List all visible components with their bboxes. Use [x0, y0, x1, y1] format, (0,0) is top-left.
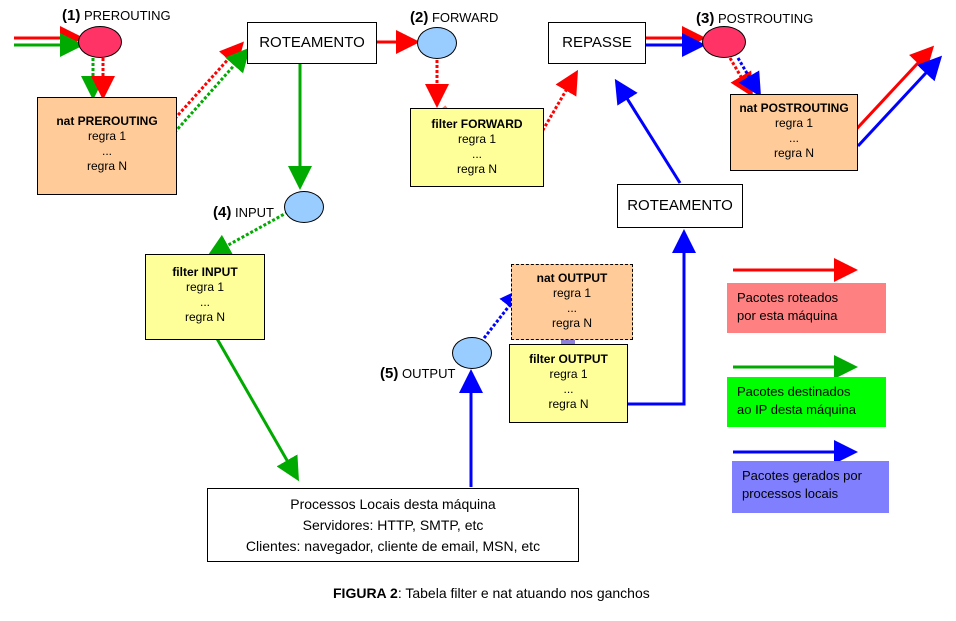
rule-last: regra N [773, 146, 814, 160]
caption-label: FIGURA 2 [333, 585, 398, 601]
forward-hook [417, 27, 457, 59]
prerouting-hook [78, 26, 122, 58]
caption-text: : Tabela filter e nat atuando nos gancho… [397, 585, 650, 601]
legend-routed-line-2: por esta máquina [737, 308, 838, 323]
postrouting-label: (3) POSTROUTING [696, 10, 814, 27]
nat-postrouting-box: nat POSTROUTING regra 1 ... regra N [730, 94, 858, 171]
rule-first: regra 1 [549, 367, 588, 381]
rule-first: regra 1 [774, 116, 814, 130]
rule-first: regra 1 [87, 129, 127, 143]
processes-line-2: Servidores: HTTP, SMTP, etc [302, 517, 484, 533]
nat-output-title: nat OUTPUT [536, 271, 608, 285]
postrouting-hook [702, 26, 746, 58]
rule-ellipsis: ... [566, 301, 577, 315]
repasse-box: REPASSE [548, 22, 646, 64]
legend-generated-line-1: Pacotes gerados por [742, 468, 862, 483]
rule-ellipsis: ... [563, 382, 574, 396]
legend-destined-line-1: Pacotes destinados [737, 384, 851, 399]
legend-generated: Pacotes gerados por processos locais [732, 461, 889, 513]
legend-routed-line-1: Pacotes roteados [737, 290, 839, 305]
local-processes-box: Processos Locais desta máquina Servidore… [207, 488, 579, 562]
nat-prerouting-title: nat PREROUTING [56, 114, 158, 128]
forward-label: (2) FORWARD [410, 9, 499, 26]
input-hook [284, 191, 324, 223]
rule-last: regra N [456, 162, 497, 176]
rule-last: regra N [184, 310, 225, 324]
filter-input-box: filter INPUT regra 1 ... regra N [145, 254, 265, 340]
legend-destined-line-2: ao IP desta máquina [737, 402, 857, 417]
nat-output-box: nat OUTPUT regra 1 ... regra N [511, 264, 633, 340]
filter-input-title: filter INPUT [172, 265, 238, 279]
roteamento-box-top: ROTEAMENTO [247, 22, 377, 64]
output-hook [452, 337, 492, 369]
rule-last: regra N [551, 316, 592, 330]
figure-caption: FIGURA 2: Tabela filter e nat atuando no… [333, 585, 650, 601]
legend-generated-line-2: processos locais [742, 486, 839, 501]
filter-forward-title: filter FORWARD [431, 117, 523, 131]
rule-last: regra N [86, 159, 127, 173]
input-label: (4) INPUT [213, 204, 274, 221]
prerouting-label: (1) PREROUTING [62, 7, 171, 24]
rule-first: regra 1 [552, 286, 592, 300]
legend-routed: Pacotes roteados por esta máquina [727, 283, 886, 333]
processes-line-3: Clientes: navegador, cliente de email, M… [245, 538, 541, 554]
rule-ellipsis: ... [101, 144, 112, 158]
rule-ellipsis: ... [471, 147, 482, 161]
filter-output-box: filter OUTPUT regra 1 ... regra N [509, 344, 628, 423]
filter-forward-box: filter FORWARD regra 1 ... regra N [410, 108, 544, 187]
nat-prerouting-box: nat PREROUTING regra 1 ... regra N [37, 97, 177, 195]
rule-last: regra N [548, 397, 589, 411]
nat-postrouting-title: nat POSTROUTING [739, 101, 849, 115]
rule-ellipsis: ... [788, 131, 799, 145]
filter-output-title: filter OUTPUT [529, 352, 608, 366]
rule-first: regra 1 [185, 280, 225, 294]
roteamento-box-right: ROTEAMENTO [617, 184, 743, 228]
legend-destined: Pacotes destinados ao IP desta máquina [727, 377, 886, 427]
output-label: (5) OUTPUT [380, 365, 456, 382]
rule-first: regra 1 [457, 132, 497, 146]
rule-ellipsis: ... [199, 295, 210, 309]
processes-line-1: Processos Locais desta máquina [290, 496, 496, 512]
